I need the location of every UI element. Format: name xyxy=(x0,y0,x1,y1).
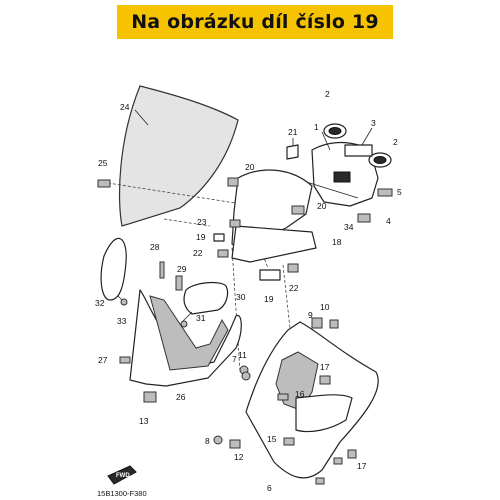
callout-13: 13 xyxy=(139,416,149,426)
bezel-3 xyxy=(344,144,373,157)
callout-2b: 2 xyxy=(393,137,398,147)
callout-30: 30 xyxy=(236,292,246,302)
callout-12: 12 xyxy=(234,452,244,462)
callout-20b: 20 xyxy=(317,201,327,211)
stud-29 xyxy=(175,275,183,291)
part-number-banner: Na obrázku díl číslo 19 xyxy=(117,5,393,39)
banner-title: Na obrázku díl číslo 19 xyxy=(131,11,379,33)
diagram-code: 15B1300-F380 xyxy=(97,489,147,498)
fwd-arrow-icon: FWD xyxy=(107,465,137,485)
front-cowling-lip xyxy=(295,394,353,433)
callout-8: 8 xyxy=(205,436,210,446)
callout-7: 7 xyxy=(232,354,237,364)
mirror-left xyxy=(100,237,127,301)
callout-17b: 17 xyxy=(357,461,367,471)
damper-13 xyxy=(143,391,157,403)
callout-9: 9 xyxy=(308,310,313,320)
callout-10: 10 xyxy=(320,302,330,312)
callout-19a: 19 xyxy=(196,232,206,242)
clip-14a xyxy=(315,477,325,485)
bolt-5 xyxy=(377,188,393,197)
screw-27 xyxy=(119,356,131,364)
side-cowling xyxy=(129,289,242,387)
fwd-label: FWD xyxy=(116,473,130,479)
clip-31 xyxy=(180,320,188,328)
callout-20a: 20 xyxy=(245,162,255,172)
callout-11: 11 xyxy=(238,350,247,360)
callout-22b: 22 xyxy=(289,283,299,293)
callout-29: 29 xyxy=(177,264,187,274)
callout-4: 4 xyxy=(386,216,391,226)
callout-33: 33 xyxy=(117,316,127,326)
screw-22a xyxy=(217,249,229,258)
damper-19b xyxy=(259,269,281,281)
cowling-panel xyxy=(149,295,229,371)
nut-9 xyxy=(311,317,323,329)
clip-21 xyxy=(286,144,299,160)
clip-17b xyxy=(347,449,357,459)
windscreen xyxy=(118,85,239,227)
callout-24: 24 xyxy=(120,102,130,112)
callout-18: 18 xyxy=(332,237,342,247)
callout-3: 3 xyxy=(371,118,376,128)
nut-4 xyxy=(357,213,371,223)
callout-23: 23 xyxy=(197,217,207,227)
bolt-28 xyxy=(159,261,165,279)
grommet-20a xyxy=(227,177,239,187)
callout-34: 34 xyxy=(344,222,354,232)
screw-11 xyxy=(241,371,251,381)
callout-6: 6 xyxy=(267,483,272,493)
callout-25: 25 xyxy=(98,158,108,168)
callout-31: 31 xyxy=(196,313,206,323)
screw-22b xyxy=(287,263,299,273)
callout-1: 1 xyxy=(314,122,319,132)
callout-19b: 19 xyxy=(264,294,274,304)
clip-17a xyxy=(319,375,331,385)
damper-19a xyxy=(213,233,225,242)
screw-25 xyxy=(97,179,111,188)
callout-21: 21 xyxy=(288,127,298,137)
callout-22a: 22 xyxy=(193,248,203,258)
screw-8 xyxy=(213,435,223,445)
callout-28: 28 xyxy=(150,242,160,252)
callout-26: 26 xyxy=(176,392,186,402)
callout-32: 32 xyxy=(95,298,105,308)
callout-2a: 2 xyxy=(325,89,330,99)
nut-10 xyxy=(329,319,339,329)
nut-33 xyxy=(120,298,128,306)
callout-17a: 17 xyxy=(320,362,330,372)
clip-14b xyxy=(333,457,343,465)
clip-12 xyxy=(229,439,241,449)
mirror-right xyxy=(183,281,229,315)
callout-16: 16 xyxy=(295,389,305,399)
stay-34 xyxy=(299,179,359,199)
screw-15 xyxy=(283,437,295,446)
clip-23 xyxy=(229,219,241,228)
callout-27: 27 xyxy=(98,355,108,365)
grommet-20b xyxy=(291,205,305,215)
stay-18 xyxy=(231,225,317,263)
callout-5: 5 xyxy=(397,187,402,197)
callout-15: 15 xyxy=(267,434,277,444)
clip-16 xyxy=(277,393,289,401)
